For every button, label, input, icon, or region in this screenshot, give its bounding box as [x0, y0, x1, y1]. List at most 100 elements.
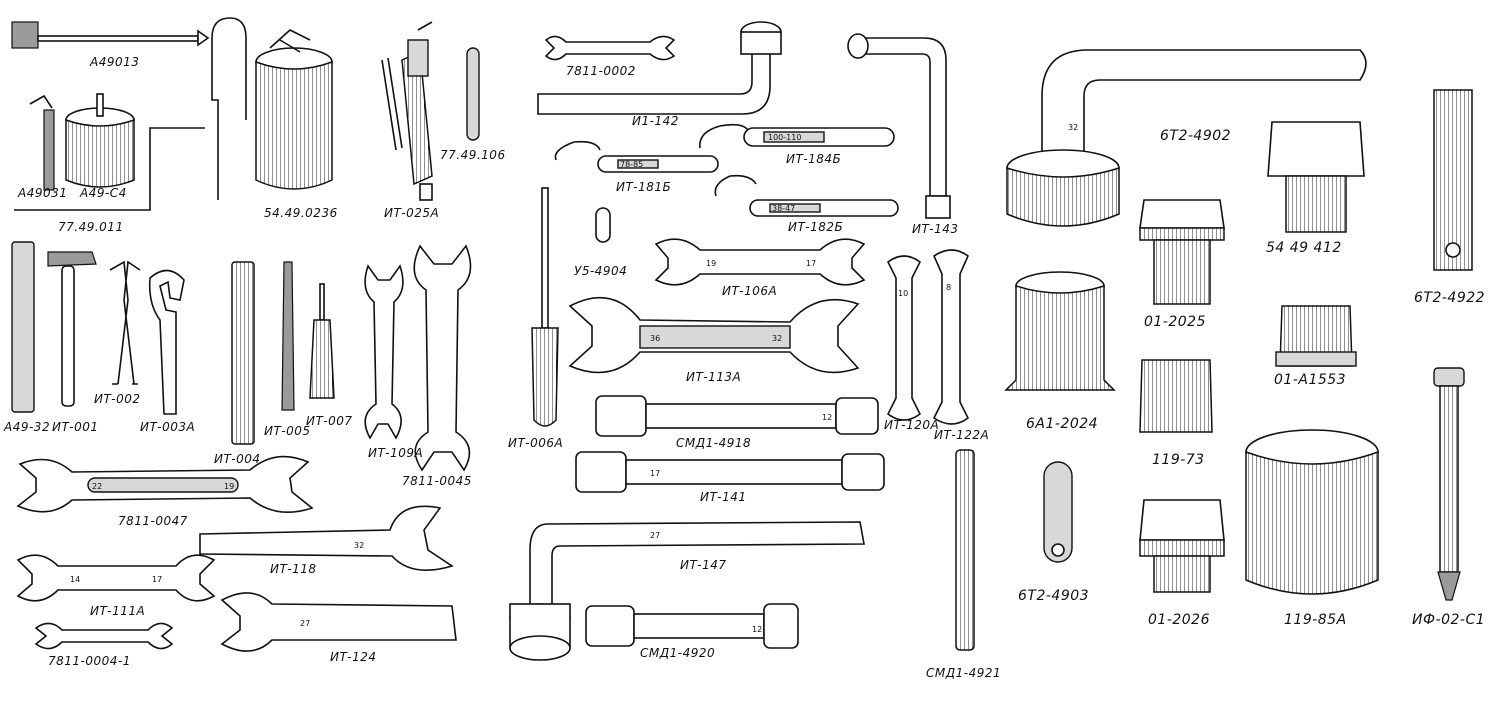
label-54-49-0236: 54.49.0236: [264, 206, 338, 220]
wrench-it120a: 10: [886, 255, 922, 421]
label-01-a1553: 01-А1553: [1274, 372, 1347, 388]
key-6t2-4903: [1043, 461, 1073, 563]
label-i1-142: И1-142: [632, 114, 679, 128]
socket-wrench-it147: 27: [509, 521, 865, 661]
label-a49-c4: А49-С4: [80, 186, 127, 200]
label-77-49-106: 77.49.106: [440, 148, 506, 162]
wrench-it111a: 14 17: [16, 554, 216, 602]
label-119-85a: 119-85А: [1284, 612, 1347, 628]
can-a49-c4: [65, 93, 135, 188]
label-it141: ИТ-141: [700, 490, 747, 504]
rod-77-49-011: [14, 127, 205, 211]
bolt-54-49-412: [1267, 121, 1365, 233]
cylinder-54-49-0236: [255, 29, 333, 190]
socket-tube-smd1-4920: 12: [585, 603, 799, 649]
etch-12-smd1-4920: 12: [752, 625, 762, 634]
drift-a49-32: [11, 241, 35, 413]
label-01-2026: 01-2026: [1148, 612, 1210, 628]
label-7811-0002: 7811-0002: [566, 64, 636, 78]
label-it147: ИТ-147: [680, 558, 727, 572]
tool-a49031: [29, 94, 55, 191]
label-119-73: 119-73: [1152, 452, 1205, 468]
etch-19-mid: 19: [706, 259, 716, 268]
cap-6a1-2024: [1004, 271, 1116, 391]
pin-if-02-c1: [1433, 367, 1465, 601]
wrench-it113a: 36 32: [568, 296, 860, 374]
socket-wrench-it143: [847, 33, 951, 219]
label-it181b: ИТ-181Б: [616, 180, 672, 194]
label-it002: ИТ-002: [94, 392, 141, 406]
etch-17-it141: 17: [650, 469, 660, 478]
screwdriver-it007: [309, 283, 335, 399]
punch-it005: [281, 261, 295, 411]
hook-spanner-it181b: 78-85: [554, 140, 719, 173]
etch-27-it124: 27: [300, 619, 310, 628]
label-01-2025: 01-2025: [1144, 314, 1206, 330]
etch-12-smd1-4918: 12: [822, 413, 832, 422]
sleeve-119-85a: [1245, 429, 1379, 595]
etch-32-6t2-4902: 32: [1068, 123, 1078, 132]
etch-17-mid: 17: [806, 259, 816, 268]
label-it109a: ИТ-109А: [368, 446, 424, 460]
etch-32-it113a: 32: [772, 334, 782, 343]
label-a49031: А49031: [18, 186, 68, 200]
tube-u: [211, 17, 247, 200]
label-7811-0004-1: 7811-0004-1: [48, 654, 131, 668]
label-6t2-4922: 6Т2-4922: [1414, 290, 1486, 306]
label-it005: ИТ-005: [264, 424, 311, 438]
etch-10: 10: [898, 289, 908, 298]
hook-spanner-it182b: 38-47: [714, 174, 899, 217]
label-6t2-4903: 6Т2-4903: [1018, 588, 1090, 604]
label-6a1-2024: 6А1-2024: [1026, 416, 1099, 432]
plate-6t2-4922: [1433, 89, 1473, 271]
etch-8: 8: [946, 283, 951, 292]
label-smd1-4921: СМД1-4921: [926, 666, 1002, 680]
label-it182b: ИТ-182Б: [788, 220, 844, 234]
tool-u5-4904: [595, 207, 611, 243]
bolt-01-2025: [1139, 199, 1225, 305]
bolt-01-2026: [1139, 499, 1225, 593]
etch-78-85: 78-85: [620, 160, 643, 169]
etch-14: 14: [70, 575, 80, 584]
label-it106a: ИТ-106А: [722, 284, 778, 298]
socket-wrench-i1-142: [537, 21, 782, 115]
label-it122a: ИТ-122А: [934, 428, 990, 442]
wrench-it124: 27: [220, 592, 457, 652]
label-it184b: ИТ-184Б: [786, 152, 842, 166]
nut-01-a1553: [1275, 305, 1357, 367]
label-u5-4904: У5-4904: [574, 264, 628, 278]
label-77-49-011: 77.49.011: [58, 220, 124, 234]
label-if-02-c1: ИФ-02-С1: [1412, 612, 1486, 628]
etch-38-47: 38-47: [772, 204, 795, 213]
wrench-7811-0047: 22 19: [16, 455, 314, 514]
wrench-7811-0045: [413, 244, 472, 472]
label-a49-32: А49-32: [4, 420, 51, 434]
label-it003a: ИТ-003А: [140, 420, 196, 434]
label-it124: ИТ-124: [330, 650, 377, 664]
label-it007: ИТ-007: [306, 414, 353, 428]
wrench-it109a: [364, 264, 404, 440]
label-7811-0045: 7811-0045: [402, 474, 472, 488]
grease-gun-it025a: [381, 21, 433, 201]
etch-22-left: 22: [92, 482, 102, 491]
hammer-it001: [47, 251, 97, 407]
etch-27-it147: 27: [650, 531, 660, 540]
etch-36: 36: [650, 334, 660, 343]
screwdriver-it006a: [531, 187, 559, 427]
label-it025a: ИТ-025А: [384, 206, 440, 220]
label-it004: ИТ-004: [214, 452, 261, 466]
rod-smd1-4921: [955, 449, 975, 651]
label-54-49-412: 54 49 412: [1266, 240, 1342, 256]
etch-100-110: 100-110: [768, 133, 801, 142]
nut-119-73: [1139, 359, 1213, 433]
label-smd1-4918: СМД1-4918: [676, 436, 752, 450]
chisel-it004: [231, 261, 255, 445]
socket-wrench-6t2-4902: 32: [1006, 49, 1367, 227]
label-6t2-4902: 6Т2-4902: [1160, 128, 1232, 144]
label-it113a: ИТ-113А: [686, 370, 742, 384]
pliers-it002: [109, 260, 141, 385]
label-it111a: ИТ-111А: [90, 604, 146, 618]
rod-a49013: [11, 21, 210, 49]
label-it120a: ИТ-120А: [884, 418, 940, 432]
